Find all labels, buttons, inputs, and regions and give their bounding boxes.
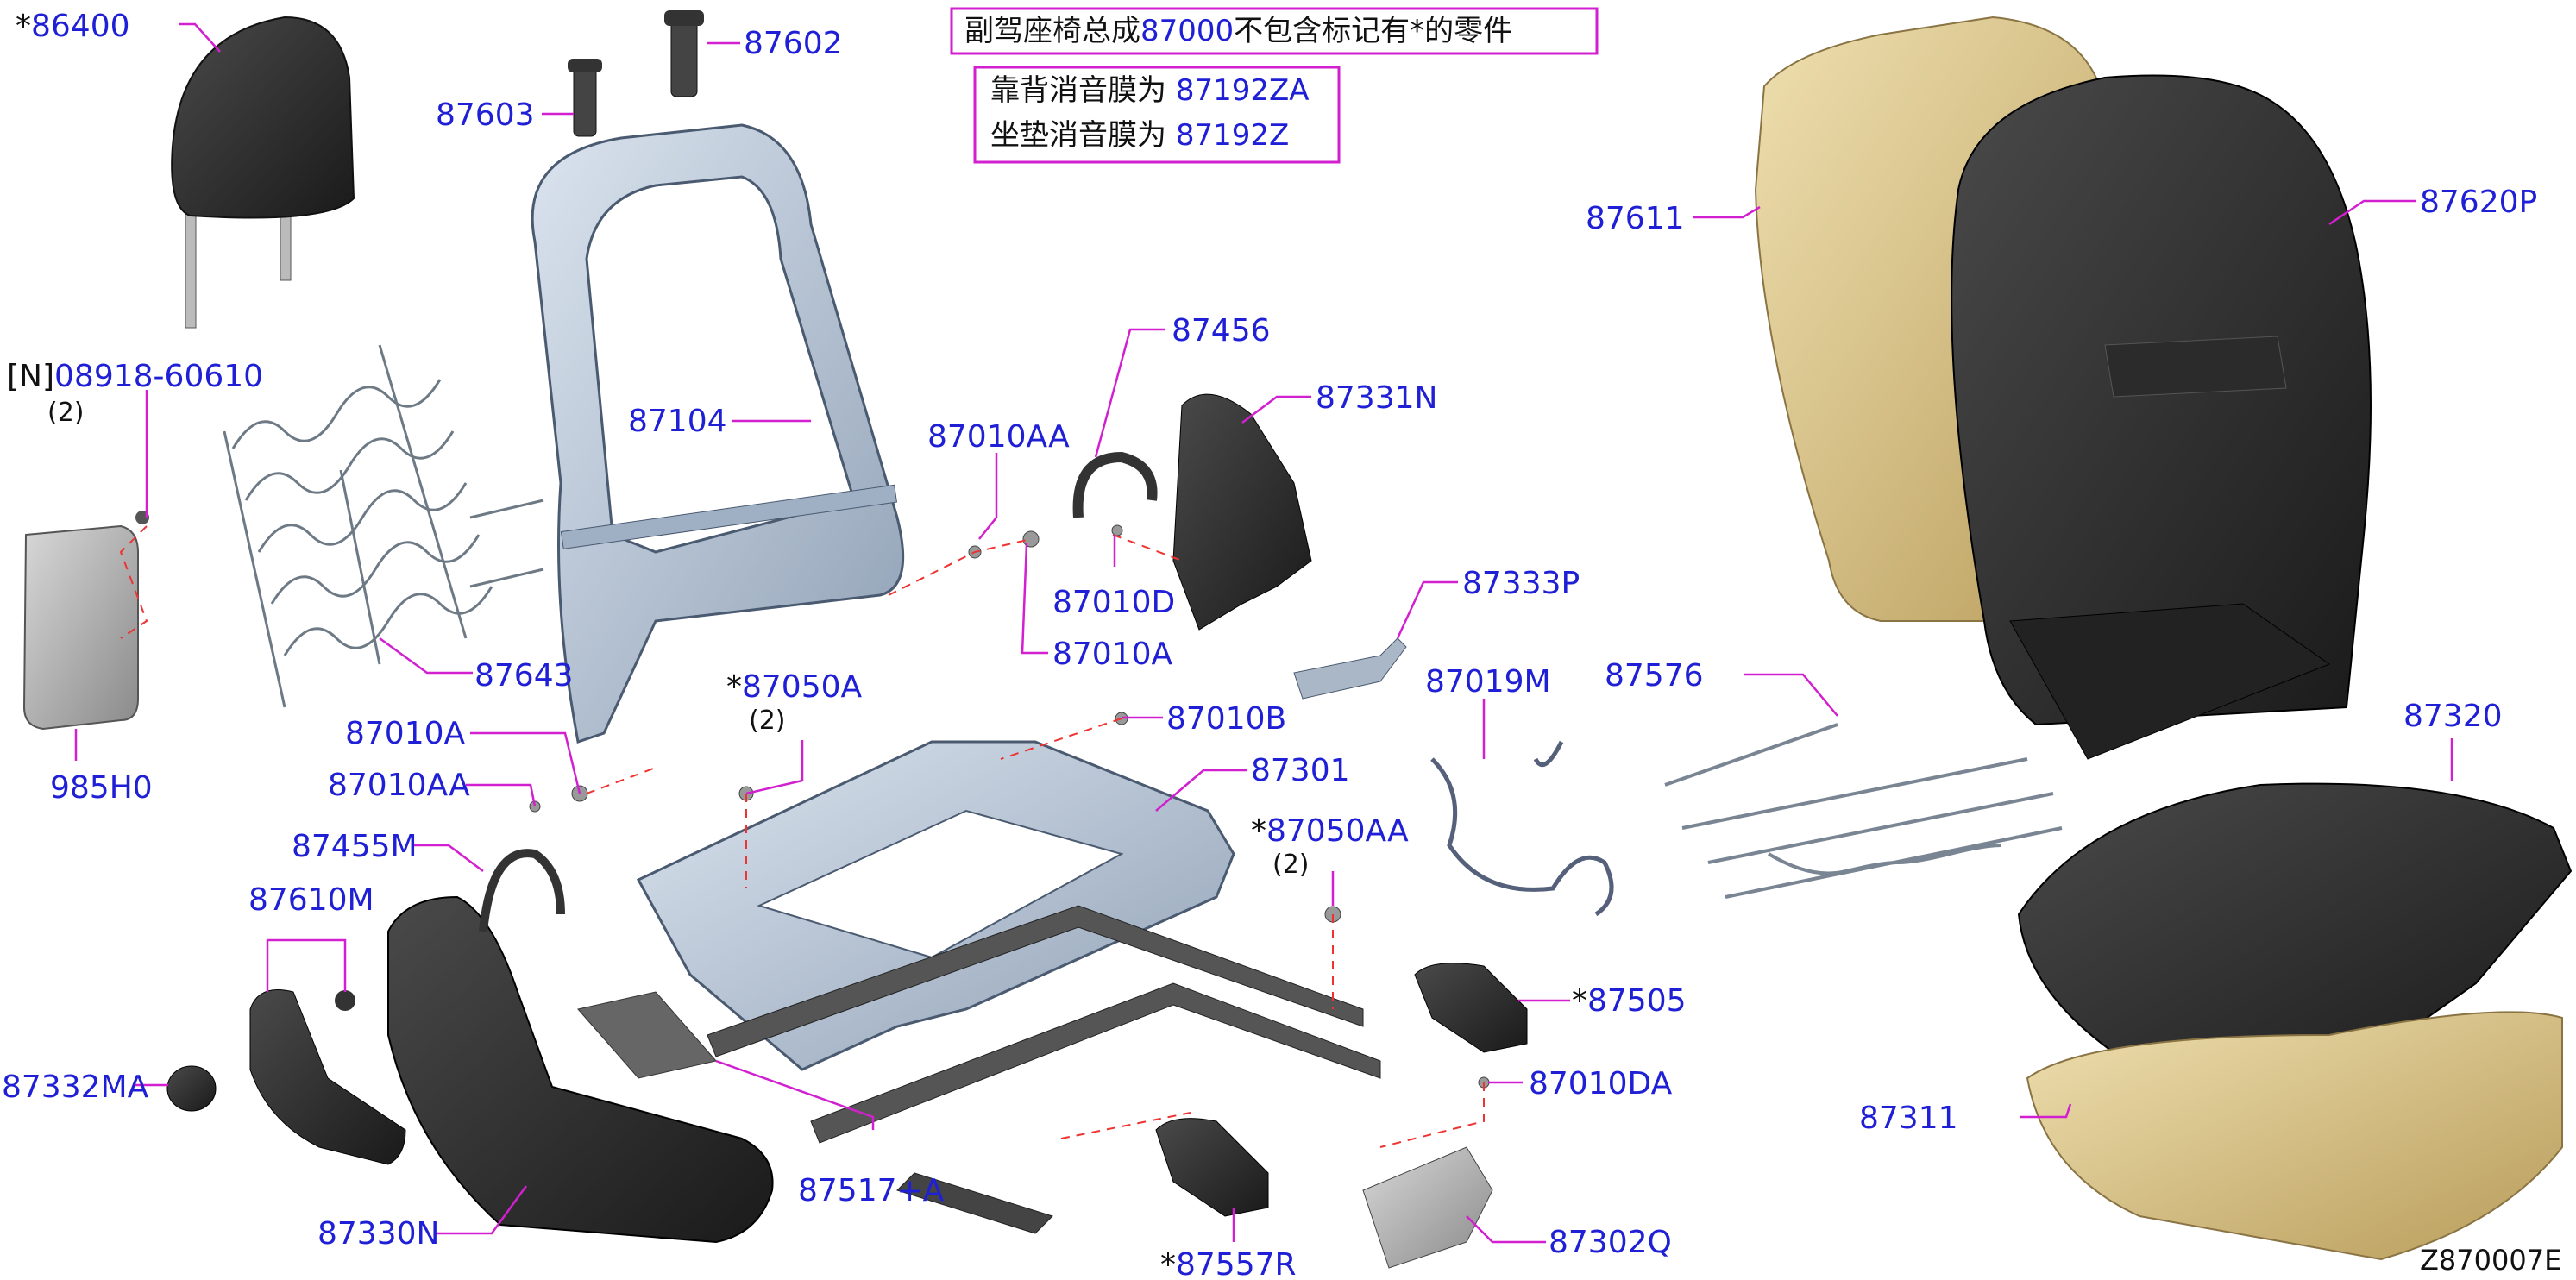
- note-cushion-insulator-code[interactable]: 87192Z: [1176, 118, 1289, 153]
- star-marker: *: [1572, 983, 1587, 1019]
- drawing-id: Z870007E: [2420, 1244, 2561, 1277]
- label-08918-qty: (2): [47, 398, 85, 428]
- svg-text:*86400: *86400: [16, 9, 130, 44]
- headrest-shape: [171, 16, 355, 329]
- spring-mat-shape: [223, 344, 544, 708]
- label-87611[interactable]: 87611: [1586, 201, 1685, 236]
- label-87331n[interactable]: 87331N: [1316, 380, 1437, 416]
- label-87505[interactable]: 87505: [1587, 983, 1687, 1019]
- label-08918-60610[interactable]: 08918-60610: [54, 359, 263, 394]
- bracket-87333p-shape: [1293, 637, 1407, 700]
- label-87610m[interactable]: 87610M: [248, 882, 374, 918]
- cushion-pad-shape: [2026, 1011, 2563, 1261]
- label-87301[interactable]: 87301: [1251, 753, 1350, 788]
- recliner-cover-shape: [1172, 393, 1312, 631]
- label-87330n[interactable]: 87330N: [317, 1216, 439, 1252]
- headrest-guide-shapes: [568, 10, 704, 137]
- label-87332ma[interactable]: 87332MA: [2, 1070, 149, 1105]
- label-87050aa-qty: (2): [1272, 850, 1310, 880]
- label-87557r[interactable]: 87557R: [1176, 1247, 1297, 1280]
- svg-text:*87557R: *87557R: [1160, 1247, 1297, 1280]
- label-87050a-qty: (2): [749, 706, 786, 736]
- svg-text:*87505: *87505: [1572, 983, 1687, 1019]
- svg-text:坐垫消音膜为 87192Z: 坐垫消音膜为 87192Z: [990, 118, 1289, 153]
- seat-cushion-frame-shape: [636, 740, 1235, 1071]
- note-assembly-prefix: 副驾座椅总成: [964, 14, 1140, 48]
- label-87620p[interactable]: 87620P: [2420, 185, 2537, 220]
- cushion-spring-shape: [1664, 723, 2063, 899]
- star-marker: *: [1251, 813, 1266, 849]
- knob-cover-shape: [249, 989, 406, 1165]
- svg-text:*87050A: *87050A: [726, 669, 863, 705]
- seat-rail-shape: [707, 905, 1381, 1234]
- label-87320[interactable]: 87320: [2403, 699, 2503, 734]
- star-marker: *: [726, 669, 742, 705]
- actuator-shape: [1362, 1146, 1493, 1269]
- seatback-frame-shape: [531, 123, 905, 744]
- label-87050aa[interactable]: 87050AA: [1266, 813, 1409, 849]
- svg-text:[N]08918-60610: [N]08918-60610: [7, 359, 263, 394]
- svg-text:副驾座椅总成87000不包含标记有*的零件: 副驾座椅总成87000不包含标记有*的零件: [964, 14, 1512, 48]
- note-back-insulator-prefix: 靠背消音膜为: [990, 73, 1176, 108]
- star-marker: *: [16, 9, 31, 44]
- label-87311[interactable]: 87311: [1859, 1101, 1958, 1136]
- label-985h0[interactable]: 985H0: [50, 770, 153, 806]
- label-87019m[interactable]: 87019M: [1425, 664, 1551, 700]
- label-87455m[interactable]: 87455M: [292, 829, 418, 864]
- label-87603[interactable]: 87603: [436, 97, 535, 133]
- note-cushion-insulator-prefix: 坐垫消音膜为: [990, 118, 1176, 153]
- note-back-insulator-code[interactable]: 87192ZA: [1176, 73, 1310, 108]
- clip-87455m-shape: [479, 849, 565, 932]
- assembly-lines: [119, 525, 1485, 1148]
- label-87104[interactable]: 87104: [628, 404, 727, 439]
- note-assembly-code[interactable]: 87000: [1140, 14, 1234, 48]
- label-87456[interactable]: 87456: [1172, 313, 1271, 348]
- insulator-note-box: 靠背消音膜为 87192ZA 坐垫消音膜为 87192Z: [973, 66, 1341, 164]
- star-marker: *: [1160, 1247, 1176, 1280]
- bracket-87517-shape: [577, 991, 717, 1079]
- label-08918-prefix: [N]: [7, 359, 54, 394]
- label-87010b[interactable]: 87010B: [1166, 701, 1286, 737]
- label-87333p[interactable]: 87333P: [1462, 566, 1580, 601]
- label-87010d[interactable]: 87010D: [1052, 585, 1175, 620]
- label-87643[interactable]: 87643: [474, 658, 574, 693]
- label-87010aa-left[interactable]: 87010AA: [328, 768, 470, 803]
- svg-text:*87050AA: *87050AA: [1251, 813, 1409, 849]
- cushion-cover-shape: [2017, 782, 2573, 1089]
- label-87302q[interactable]: 87302Q: [1549, 1225, 1672, 1260]
- harness-shape: [1430, 740, 1614, 917]
- label-87050a[interactable]: 87050A: [742, 669, 863, 705]
- clip-87456-shape: [1072, 451, 1158, 518]
- assembly-note-box: 副驾座椅总成87000不包含标记有*的零件: [950, 7, 1599, 55]
- label-87517a[interactable]: 87517+A: [798, 1173, 945, 1208]
- note-assembly-suffix: 不包含标记有*的零件: [1234, 14, 1512, 48]
- outer-shield-shape: [387, 895, 774, 1244]
- knob-shape: [166, 1065, 217, 1112]
- label-87010a-left[interactable]: 87010A: [345, 716, 466, 751]
- label-87010da[interactable]: 87010DA: [1529, 1066, 1673, 1101]
- label-87602[interactable]: 87602: [744, 26, 843, 61]
- leader-lines: [74, 22, 2453, 1244]
- label-87010a-right[interactable]: 87010A: [1052, 637, 1173, 672]
- front-cover-87557r-shape: [1155, 1118, 1269, 1217]
- label-87576[interactable]: 87576: [1605, 658, 1704, 693]
- front-cover-87505-shape: [1414, 963, 1528, 1053]
- part-labels: *86400 87602 87603 87611 87620P [N]08918…: [2, 9, 2561, 1280]
- label-87010aa-top[interactable]: 87010AA: [927, 419, 1070, 455]
- label-86400[interactable]: 86400: [31, 9, 130, 44]
- seatback-cover-shape: [1951, 74, 2372, 760]
- svg-text:靠背消音膜为 87192ZA: 靠背消音膜为 87192ZA: [990, 73, 1310, 108]
